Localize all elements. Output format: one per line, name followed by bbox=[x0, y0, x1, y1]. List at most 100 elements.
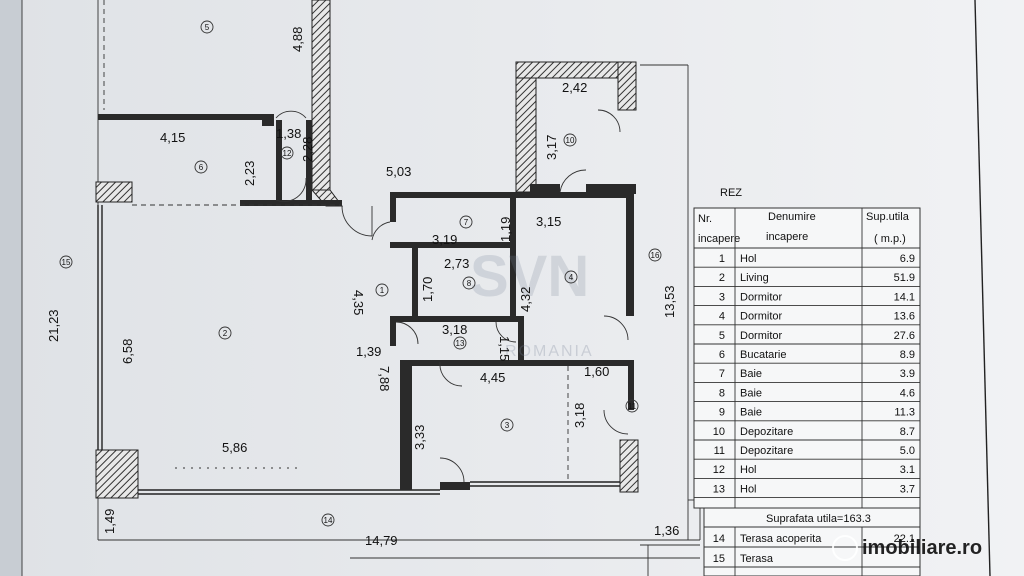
room-marker: 16 bbox=[648, 248, 662, 262]
dim-label: 3,15 bbox=[536, 214, 561, 229]
dim-label: 7,88 bbox=[377, 366, 392, 391]
row-area: 14.1 bbox=[894, 291, 915, 303]
dim-label: 5,03 bbox=[386, 164, 411, 179]
dim-label: 1,36 bbox=[654, 523, 679, 538]
interior-details bbox=[132, 204, 700, 576]
dim-label: 2,42 bbox=[562, 80, 587, 95]
svg-text:2: 2 bbox=[223, 329, 228, 338]
row-area: 4.6 bbox=[900, 387, 915, 399]
room-marker: 13 bbox=[453, 336, 467, 350]
row-area: 5.0 bbox=[900, 445, 915, 457]
svg-text:14: 14 bbox=[324, 516, 333, 525]
dim-label: 1,19 bbox=[498, 217, 513, 242]
dim-label: 4,35 bbox=[351, 290, 366, 315]
row-name: Hol bbox=[740, 483, 757, 495]
row-nr: 14 bbox=[713, 533, 725, 545]
dim-label: 6,58 bbox=[120, 339, 135, 364]
dim-label: 4,88 bbox=[290, 27, 305, 52]
dim-label: 2,73 bbox=[444, 256, 469, 271]
row-name: Hol bbox=[740, 464, 757, 476]
col-nr-header: Nr. bbox=[698, 213, 712, 225]
table-row: 3 Dormitor 14.1 bbox=[694, 291, 920, 307]
logo-text: imobiliare.ro bbox=[862, 537, 982, 559]
room-marker: 6 bbox=[194, 160, 208, 174]
row-area: 22.1 bbox=[894, 533, 915, 545]
col-area-header-2: ( m.p.) bbox=[874, 233, 906, 245]
room-marker: 7 bbox=[459, 215, 473, 229]
room-marker: 8 bbox=[462, 276, 476, 290]
row-name: Baie bbox=[740, 407, 762, 419]
watermark-sub: ROMANIA bbox=[505, 343, 594, 360]
room-markers: 5 6 12 10 7 16 15 8 4 1 2 13 11 3 14 bbox=[59, 20, 662, 527]
table-row: 8 Baie 4.6 bbox=[694, 387, 920, 403]
col-name-header-2: incapere bbox=[766, 231, 808, 243]
row-name: Depozitare bbox=[740, 445, 793, 457]
row-nr: 3 bbox=[719, 291, 725, 303]
row-area: 3.9 bbox=[900, 368, 915, 380]
svg-text:3: 3 bbox=[505, 421, 510, 430]
row-name: Terasa acoperita bbox=[740, 533, 822, 545]
walls bbox=[95, 0, 639, 499]
svg-text:15: 15 bbox=[62, 258, 71, 267]
row-nr: 5 bbox=[719, 330, 725, 342]
dim-label: 3,17 bbox=[544, 135, 559, 160]
row-area: 3.7 bbox=[900, 483, 915, 495]
dim-label: 13,53 bbox=[662, 285, 677, 318]
dim-label: 1,60 bbox=[584, 364, 609, 379]
row-name: Bucatarie bbox=[740, 349, 786, 361]
table-row: 13 Hol 3.7 bbox=[694, 483, 920, 499]
svg-text:1: 1 bbox=[380, 286, 385, 295]
row-name: Dormitor bbox=[740, 291, 783, 303]
site-logo: imobiliare.ro bbox=[832, 535, 982, 561]
row-nr: 11 bbox=[714, 445, 725, 457]
col-area-header: Sup.utila bbox=[866, 211, 910, 223]
svg-text:10: 10 bbox=[566, 136, 575, 145]
row-name: Baie bbox=[740, 387, 762, 399]
row-name: Terasa bbox=[740, 553, 774, 565]
dim-label: 2,28 bbox=[300, 137, 315, 162]
doors bbox=[275, 109, 629, 483]
row-nr: 2 bbox=[719, 272, 725, 284]
row-nr: 8 bbox=[719, 387, 725, 399]
row-area: 11.3 bbox=[894, 407, 915, 419]
dim-label: 3,18 bbox=[442, 322, 467, 337]
dim-label: 1,38 bbox=[276, 126, 301, 141]
dim-label: 1,49 bbox=[102, 509, 117, 534]
room-marker: 11 bbox=[625, 399, 639, 413]
room-marker: 1 bbox=[375, 283, 389, 297]
table-partial-title: REZ bbox=[720, 187, 742, 199]
table-total: Suprafata utila=163.3 bbox=[766, 513, 871, 525]
room-marker: 2 bbox=[218, 326, 232, 340]
svg-text:5: 5 bbox=[205, 23, 210, 32]
row-area: 27.6 bbox=[894, 330, 915, 342]
dim-label: 4,45 bbox=[480, 370, 505, 385]
table-row: 11 Depozitare 5.0 bbox=[694, 445, 920, 460]
dim-label: 3,33 bbox=[412, 425, 427, 450]
row-nr: 1 bbox=[719, 253, 725, 265]
svg-text:12: 12 bbox=[283, 149, 292, 158]
svg-text:7: 7 bbox=[464, 218, 469, 227]
row-nr: 13 bbox=[713, 483, 725, 495]
dim-label: 14,79 bbox=[365, 533, 398, 548]
watermark-brand: SVN bbox=[470, 244, 589, 309]
dim-label: 1,70 bbox=[420, 277, 435, 302]
svg-text:11: 11 bbox=[628, 402, 637, 411]
row-name: Living bbox=[740, 272, 769, 284]
dimension-labels: 4,88 4,15 1,38 2,28 2,23 5,03 2,42 3,17 … bbox=[46, 27, 679, 548]
row-nr: 10 bbox=[713, 426, 725, 438]
dim-label: 1,39 bbox=[356, 344, 381, 359]
row-nr: 7 bbox=[719, 368, 725, 380]
room-marker: 10 bbox=[563, 133, 577, 147]
row-area: 8.7 bbox=[900, 426, 915, 438]
row-nr: 6 bbox=[719, 349, 725, 361]
paper-left-edge bbox=[0, 0, 22, 576]
svg-text:13: 13 bbox=[456, 339, 465, 348]
